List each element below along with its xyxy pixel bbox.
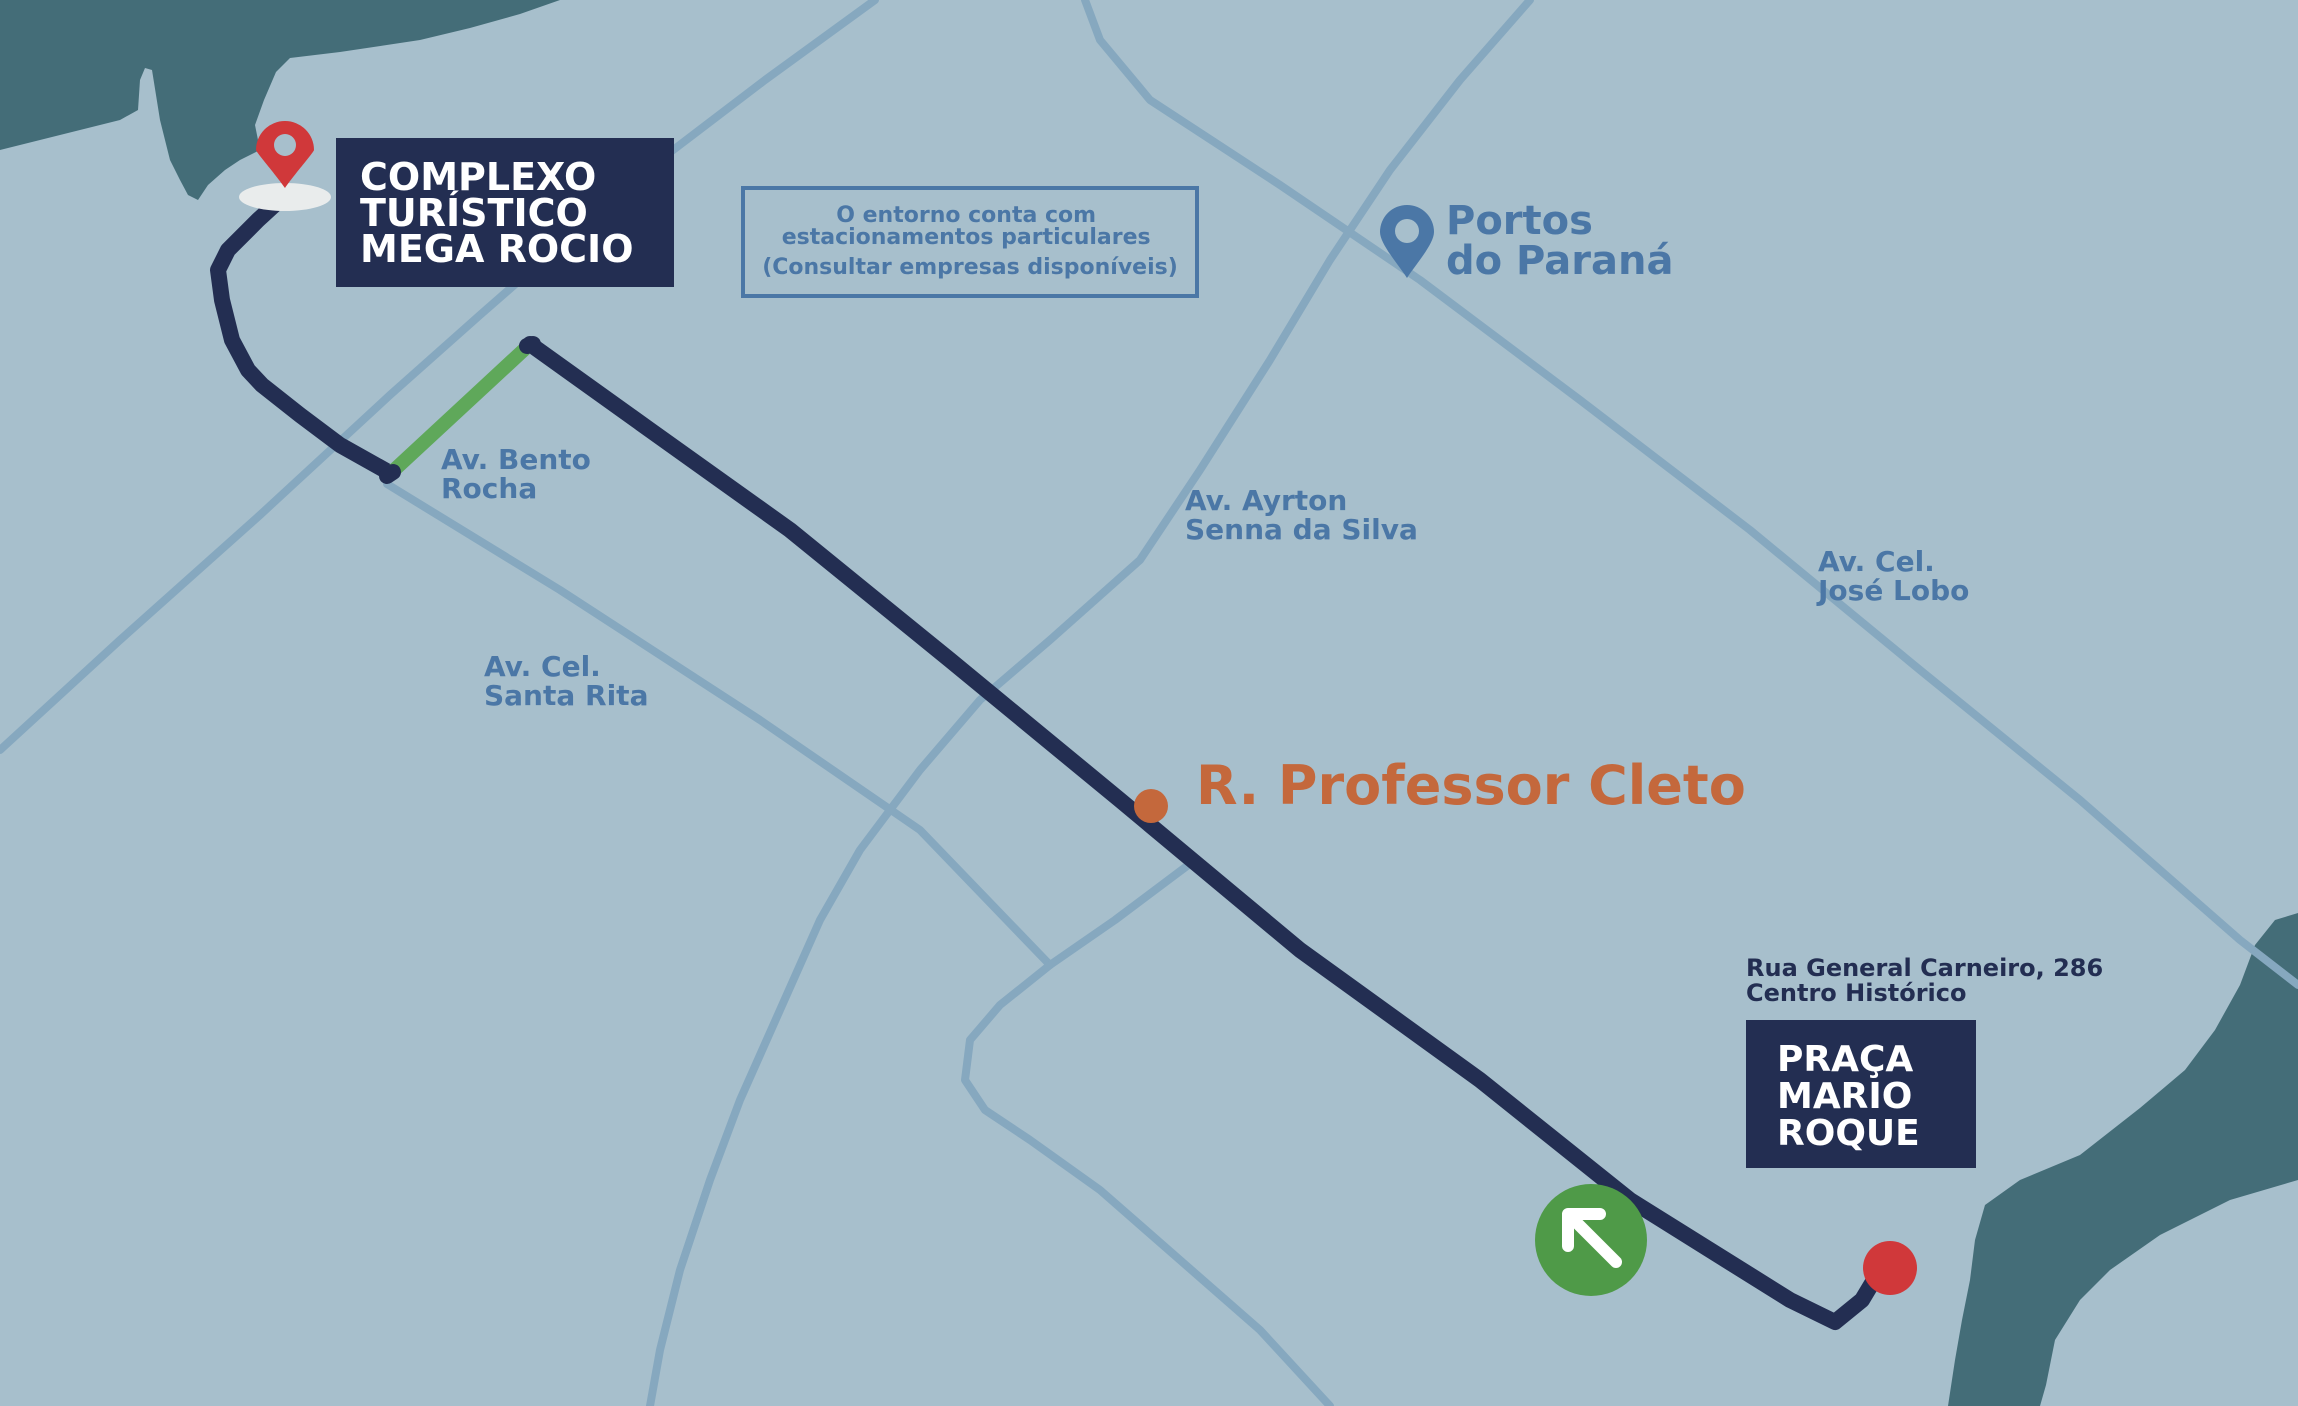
street-ayrton-senna (646, 0, 1534, 1406)
street-jose-lobo (1081, 0, 2298, 989)
street-label-ayrton-senna: Av. Ayrton Senna da Silva (1185, 484, 1418, 546)
street-label-bento-rocha: Av. Bento Rocha (441, 443, 601, 505)
landmark-label: Portos do Paraná (1446, 198, 1673, 284)
water-river-bottom-right (1948, 913, 2298, 1406)
origin-label-box[interactable] (336, 138, 674, 287)
street-top-diagonal (0, 0, 879, 754)
parking-note-text: O entorno conta com estacionamentos part… (762, 203, 1178, 280)
origin-pin-shadow (239, 183, 331, 211)
destination-address: Rua General Carneiro, 286 Centro Históri… (1746, 954, 2112, 1007)
route-segment-end-cap-b (519, 336, 541, 354)
street-lower-loop (961, 961, 1334, 1406)
landmark-pin-hole (1395, 219, 1419, 243)
street-lower-junction (1046, 856, 1199, 969)
street-santa-rita (383, 480, 1054, 969)
destination-label-box[interactable] (1746, 1020, 1976, 1168)
arrow-up-left-icon (1562, 1208, 1622, 1268)
route-segment-bento-rocha (385, 339, 535, 479)
street-label-jose-lobo: Av. Cel. José Lobo (1816, 545, 1969, 607)
origin-title: COMPLEXO TURÍSTICO MEGA ROCIO (360, 155, 634, 271)
highlight-street-marker[interactable] (1134, 789, 1168, 823)
street-label-santa-rita: Av. Cel. Santa Rita (484, 650, 648, 712)
destination-title: PRAÇA MARIO ROQUE (1777, 1039, 1926, 1154)
parking-note-box (741, 186, 1199, 298)
destination-marker[interactable] (1863, 1241, 1917, 1295)
route-path (210, 190, 1888, 1330)
origin-pin-hole (274, 134, 296, 156)
highlight-street-label: R. Professor Cleto (1196, 754, 1746, 817)
water-bay-top-left (0, 0, 560, 200)
route-segment-end-cap-a (379, 464, 401, 484)
